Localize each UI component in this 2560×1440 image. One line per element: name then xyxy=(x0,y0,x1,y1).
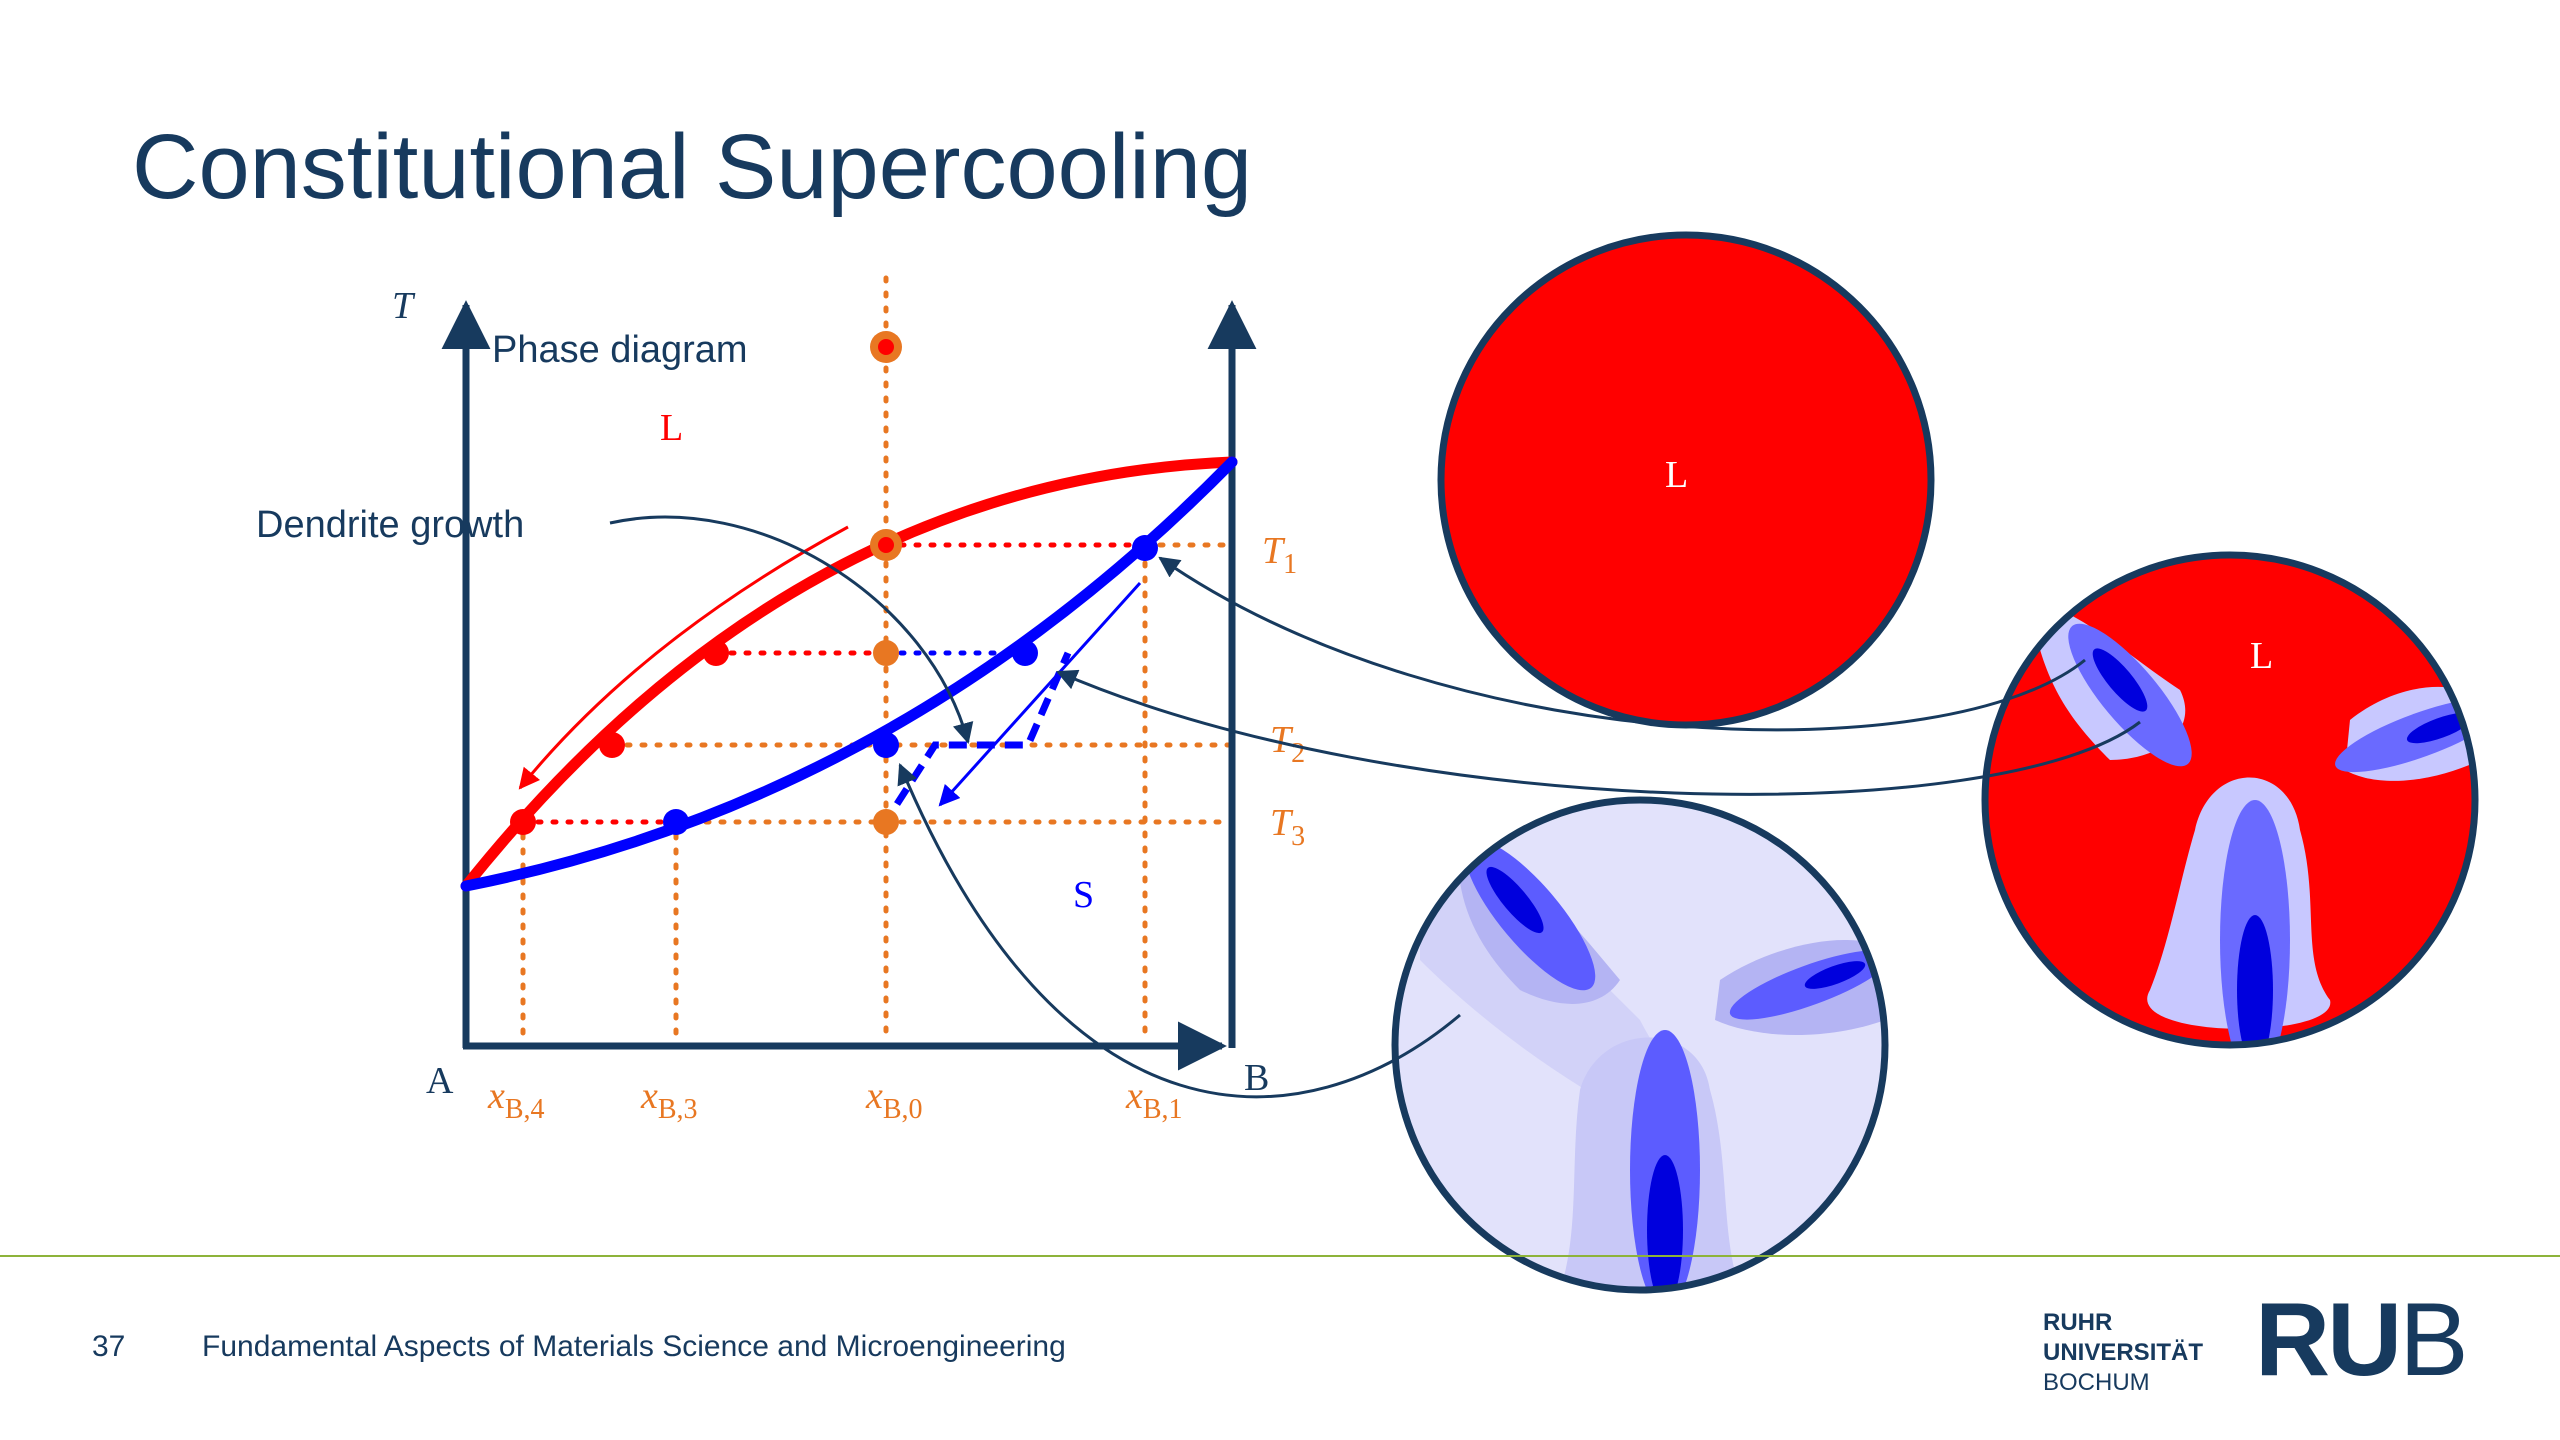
comp-label-xb4: xB,4 xyxy=(487,1075,545,1125)
point-sol-t2 xyxy=(873,732,899,758)
point-liq-t3 xyxy=(510,809,536,835)
liquidus-curve xyxy=(460,456,1238,892)
footer-divider xyxy=(0,1255,2560,1257)
liquid-circle-label: L xyxy=(1665,454,1688,496)
circle3-to-mid-arrow xyxy=(1056,669,2141,796)
university-wordmark: RUHR UNIVERSITÄT BOCHUM xyxy=(2043,1308,2203,1398)
solid-region-label: S xyxy=(1073,874,1094,916)
micro-liquid-circle: L xyxy=(1437,231,1935,729)
page-number: 37 xyxy=(92,1330,126,1363)
solidus-curve xyxy=(460,456,1238,892)
comp-label-xb3: xB,3 xyxy=(640,1075,698,1125)
footer-course-title: Fundamental Aspects of Materials Science… xyxy=(202,1330,1066,1363)
micro-dendrite-liquid-circle: L xyxy=(1981,551,2479,1049)
phase-diagram-label: Phase diagram xyxy=(492,329,748,371)
circle2-to-t2-arrow xyxy=(897,763,1461,1099)
solidification-arrow xyxy=(938,581,1142,807)
liquid-region-label: L xyxy=(660,407,683,449)
component-b-label: B xyxy=(1244,1057,1269,1099)
point-liq-t1 xyxy=(1132,535,1158,561)
composition-guides xyxy=(520,275,1148,1043)
connector-arrows xyxy=(609,515,2141,1099)
temperature-labels: T1 T2 T3 xyxy=(1262,530,1305,852)
comp-label-xb0: xB,0 xyxy=(865,1075,923,1125)
temperature-guides xyxy=(520,542,1233,825)
dendrite-circle-label: L xyxy=(2250,635,2273,677)
wordmark-line-3: BOCHUM xyxy=(2043,1369,2150,1396)
university-logo: RUB xyxy=(2255,1282,2469,1398)
comp-label-xb1: xB,1 xyxy=(1125,1075,1183,1125)
point-liq-mid xyxy=(703,640,729,666)
point-liq-t2 xyxy=(599,732,625,758)
liquidus-direction-arrow xyxy=(518,525,849,790)
axis-t-label: T xyxy=(392,285,416,327)
temp-label-t2: T2 xyxy=(1270,719,1305,769)
circle3-to-t1-arrow xyxy=(1158,556,2086,732)
axes xyxy=(441,300,1257,1071)
component-a-label: A xyxy=(426,1060,454,1102)
composition-labels: xB,4 xB,3 xB,0 xB,1 xyxy=(487,1075,1183,1125)
wordmark-line-2: UNIVERSITÄT xyxy=(2043,1339,2204,1366)
temp-label-t3: T3 xyxy=(1270,802,1305,852)
point-mid-x0 xyxy=(873,640,899,666)
dendrite-growth-arrow xyxy=(609,515,974,745)
point-sol-t3 xyxy=(663,809,689,835)
wordmark-line-1: RUHR xyxy=(2043,1309,2113,1336)
dendrite-growth-label: Dendrite growth xyxy=(256,504,524,546)
point-sol-mid xyxy=(1012,640,1038,666)
point-t3-x0 xyxy=(873,809,899,835)
temp-label-t1: T1 xyxy=(1262,530,1297,580)
phase-points xyxy=(510,331,1158,835)
slide-title: Constitutional Supercooling xyxy=(132,116,1253,218)
micro-solidified-circle xyxy=(1391,796,1889,1294)
